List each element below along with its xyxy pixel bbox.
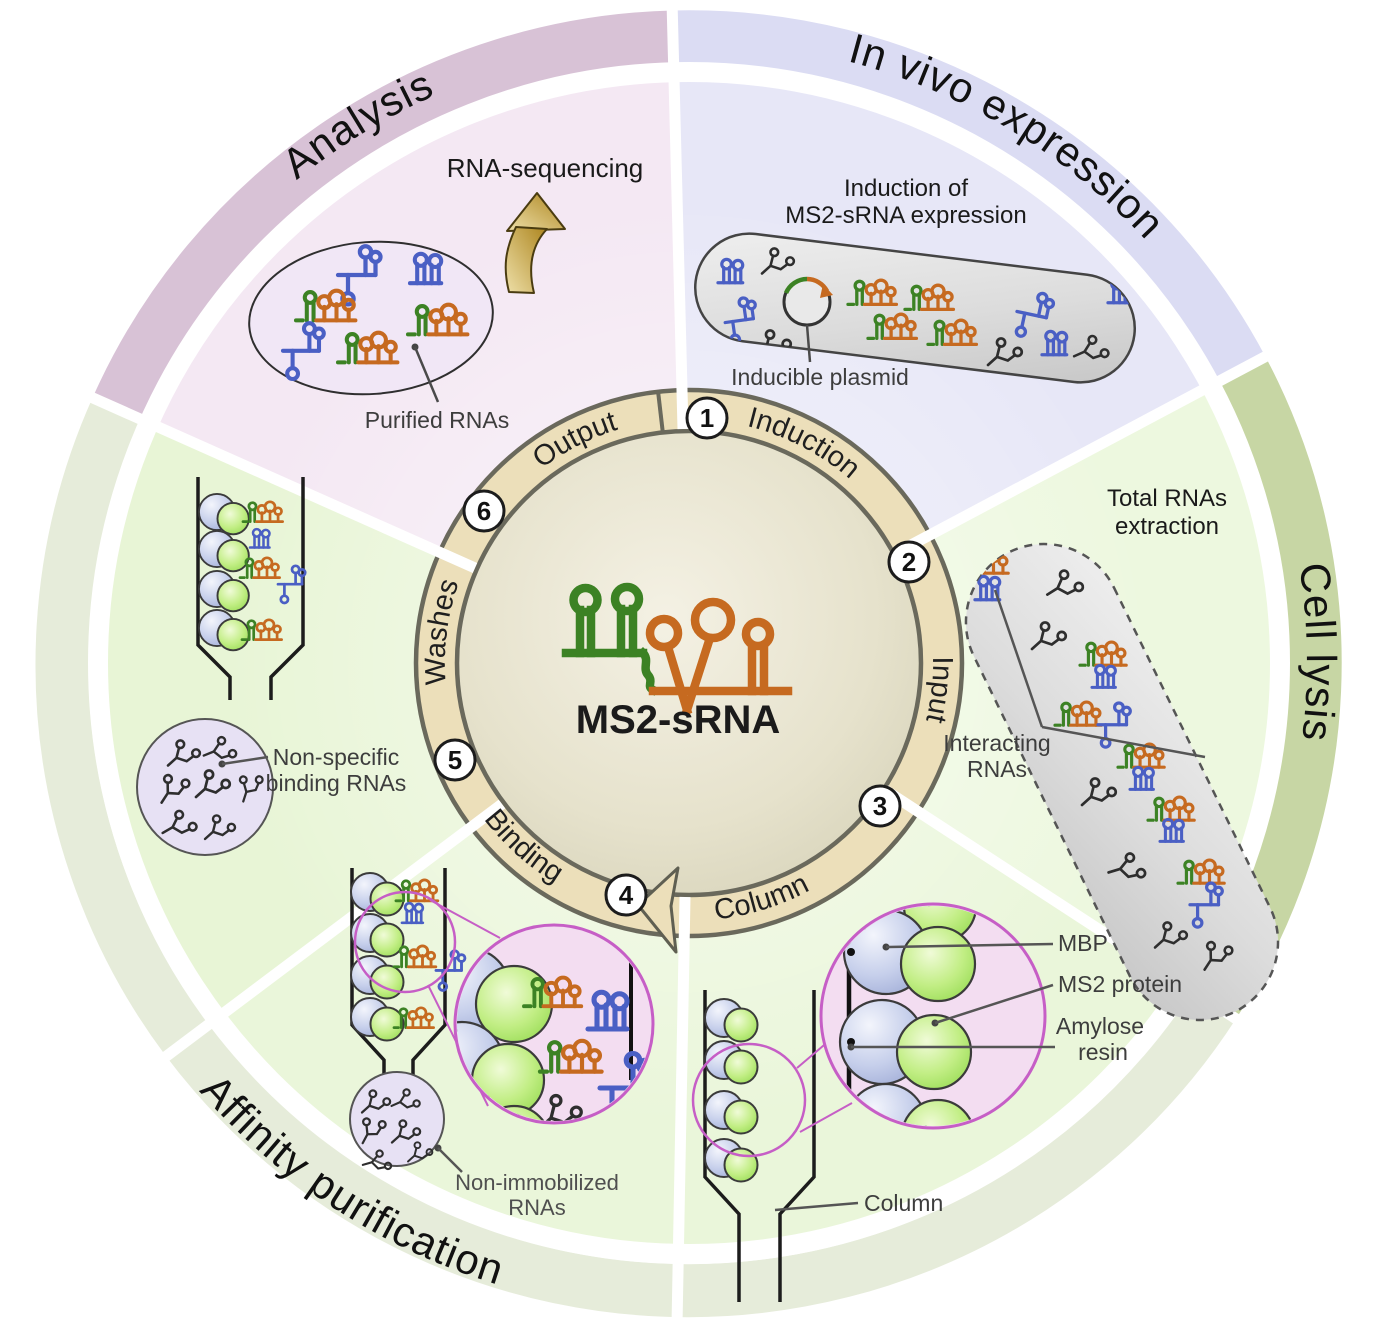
label-amylose-1: Amylose: [1056, 1013, 1144, 1039]
step-number-2: 2: [902, 547, 916, 577]
non-immobilized-pool: [349, 1071, 445, 1167]
washes-callout-1: Non-specific: [273, 744, 400, 770]
binding-callout-1: Non-immobilized: [455, 1170, 619, 1195]
magnifier-line: [799, 1102, 853, 1133]
band-in-vivo: [672, 10, 1266, 382]
band-analysis: [92, 10, 674, 419]
column-outline: [196, 477, 305, 700]
center-label: MS2-sRNA: [576, 698, 780, 742]
pointer-line: [1041, 725, 1206, 759]
band-inner-gap: [88, 62, 1290, 1264]
cell-lysis-callout-1: Interacting: [943, 730, 1050, 756]
label-ms2-protein: MS2 protein: [1058, 971, 1182, 997]
magnifier-source-circle: [353, 890, 457, 994]
cell-lysis-callout-2: RNAs: [967, 756, 1027, 782]
cycle-ring: [413, 387, 965, 939]
cell-lysis-heading-1: Total RNAs: [1107, 485, 1227, 512]
step-marker-3: 3: [858, 784, 902, 828]
cell-lysis-content: Total RNAs extraction Interacting RNA: [943, 485, 1280, 1022]
step-marker-5: 5: [433, 738, 477, 782]
ms2-srna-logo-icon: [561, 582, 793, 716]
washes-content: Non-specific binding RNAs: [136, 477, 407, 856]
column-outline: [703, 990, 816, 1302]
step-number-4: 4: [619, 880, 634, 910]
in-vivo-heading-1: Induction of: [844, 175, 968, 202]
step-marker-1: 1: [685, 396, 729, 440]
binding-callout-2: RNAs: [508, 1195, 565, 1220]
analysis-content: RNA-sequencing Purified RNAs: [248, 153, 644, 433]
cycle-arrow-icon: [636, 866, 680, 954]
step-number-6: 6: [477, 496, 491, 526]
band-affinity: [35, 397, 1237, 1318]
rna-seq-arrow-icon: [504, 192, 566, 294]
pointer-line: [805, 324, 812, 363]
sector-dividers: [81, 0, 1277, 1320]
washes-callout-2: binding RNAs: [266, 770, 407, 796]
column-labels: MBP MS2 protein Amylose resin Column: [774, 930, 1182, 1216]
step-number-5: 5: [448, 745, 462, 775]
in-vivo-heading-2: MS2-sRNA expression: [785, 202, 1026, 229]
pointer-line: [437, 1147, 463, 1173]
step-markers: 1 2 3 4 5 6: [433, 396, 931, 917]
magnifier-line: [429, 899, 501, 939]
cell-lysis-heading-2: extraction: [1115, 513, 1219, 540]
label-amylose-2: resin: [1078, 1039, 1128, 1065]
step-marker-6: 6: [462, 489, 506, 533]
section-title-cell-lysis: Cell lysis: [1290, 560, 1344, 744]
magnifier-source-circle: [691, 1042, 807, 1158]
analysis-callout: Purified RNAs: [365, 407, 509, 433]
label-mbp: MBP: [1058, 930, 1108, 956]
step-marker-2: 2: [887, 540, 931, 584]
step-number-3: 3: [873, 791, 887, 821]
step-number-1: 1: [700, 403, 714, 433]
in-vivo-callout: Inducible plasmid: [731, 364, 909, 390]
analysis-heading: RNA-sequencing: [447, 153, 644, 183]
ring-seam: [656, 390, 665, 435]
in-vivo-content: Induction of MS2-sRNA expression Ind: [693, 175, 1141, 390]
svg-text:Cell lysis: Cell lysis: [1290, 560, 1345, 744]
pointer-line: [221, 755, 269, 766]
step-marker-4: 4: [604, 873, 648, 917]
pointer-line: [993, 589, 1044, 728]
pointer-line: [413, 346, 440, 403]
label-column: Column: [864, 1190, 943, 1216]
lysed-cell-shape: [964, 542, 1280, 1022]
